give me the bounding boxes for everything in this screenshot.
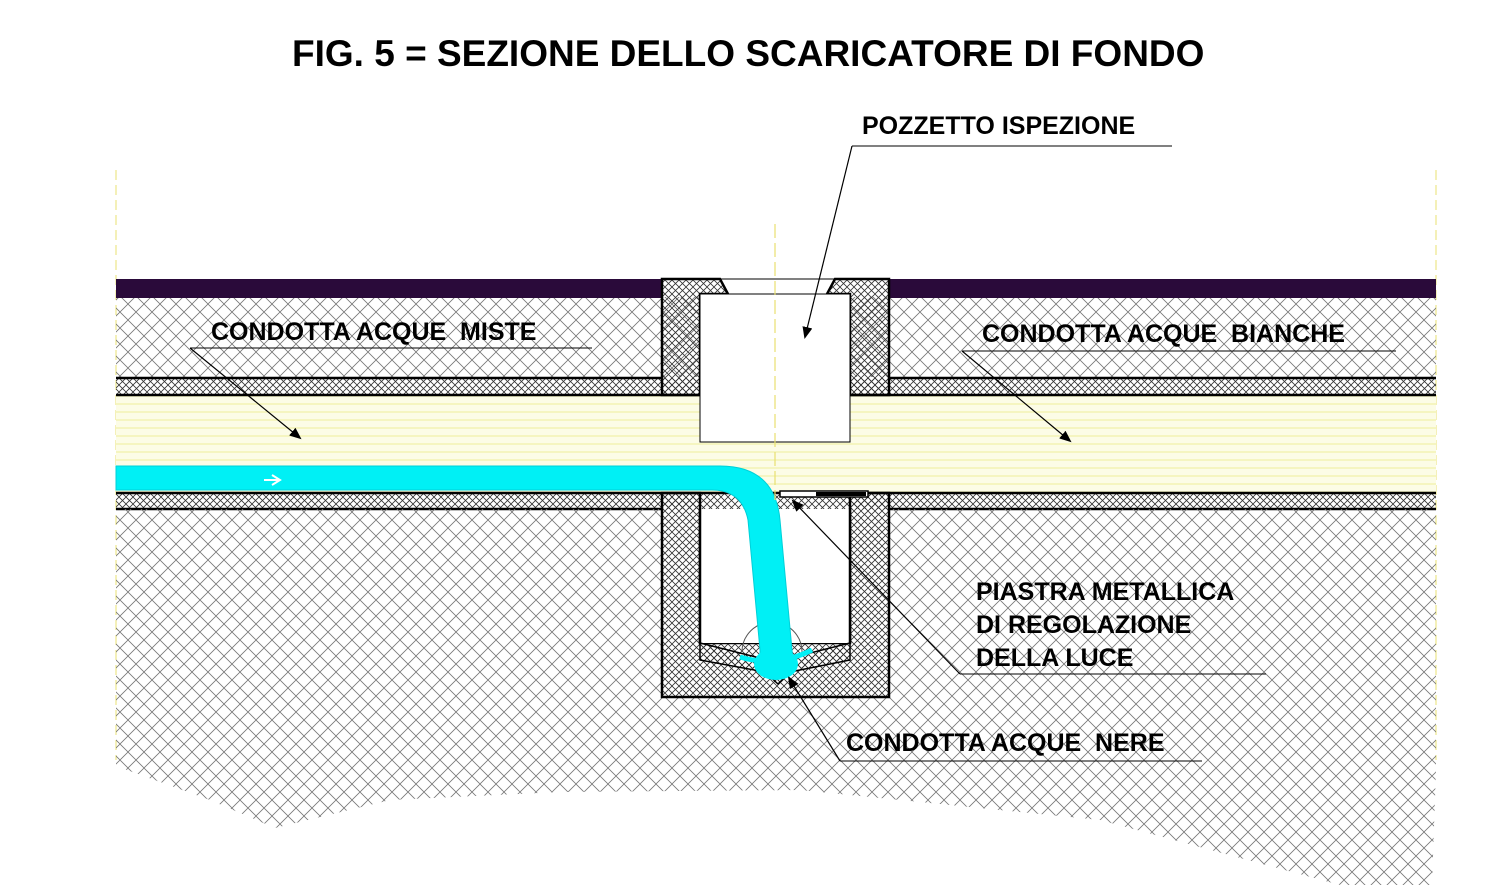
label-pozzetto: POZZETTO ISPEZIONE: [862, 112, 1135, 140]
figure-title: FIG. 5 = SEZIONE DELLO SCARICATORE DI FO…: [292, 33, 1204, 74]
road-surface-right: [889, 279, 1436, 298]
road-surface-left: [116, 279, 662, 298]
label-miste: CONDOTTA ACQUE MISTE: [211, 318, 536, 346]
label-piastra-2: DI REGOLAZIONE: [976, 611, 1191, 639]
label-piastra-3: DELLA LUCE: [976, 644, 1133, 672]
label-piastra-1: PIASTRA METALLICA: [976, 578, 1234, 606]
label-bianche: CONDOTTA ACQUE BIANCHE: [982, 320, 1345, 348]
label-nere: CONDOTTA ACQUE NERE: [846, 729, 1165, 757]
flow-arrow-icon: [264, 474, 282, 486]
